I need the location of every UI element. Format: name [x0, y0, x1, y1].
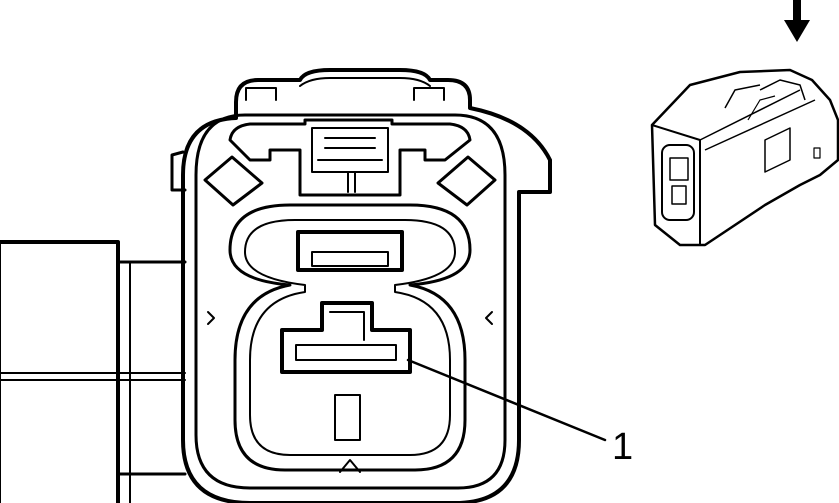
side-flange — [172, 152, 185, 190]
down-arrow-icon — [784, 0, 810, 42]
connector-housing-inner — [196, 115, 505, 488]
side-guides — [205, 157, 495, 205]
side-nub-right — [486, 312, 492, 324]
side-nub-left — [208, 312, 214, 324]
seal-outline — [230, 205, 470, 470]
terminal-cavity — [282, 303, 410, 440]
top-latch — [230, 120, 470, 195]
bottom-nub — [340, 460, 360, 472]
upper-terminal-slot — [298, 232, 402, 270]
inset-connector-view — [652, 70, 838, 245]
callout-label-1: 1 — [612, 426, 634, 468]
connector-housing-outer — [183, 70, 550, 503]
callout-leader-line — [408, 360, 605, 440]
connector-barrel — [0, 242, 185, 503]
